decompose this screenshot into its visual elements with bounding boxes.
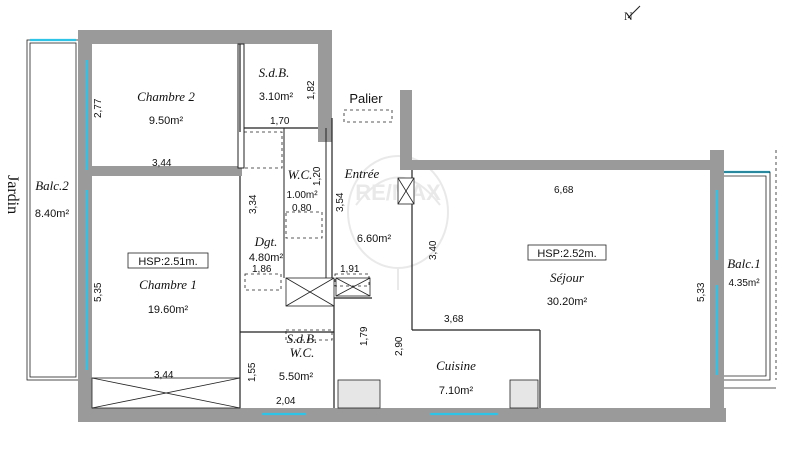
sdbwc-name-2: W.C. (290, 345, 315, 360)
dim-080: 0,80 (292, 203, 312, 214)
balc1-name: Balc.1 (727, 256, 761, 271)
entree-name: Entrée (344, 166, 380, 181)
cuisine-area: 7.10m² (439, 385, 474, 397)
sejour-name: Séjour (550, 270, 585, 285)
outer-walls (78, 30, 726, 422)
palier-name: Palier (349, 91, 383, 106)
dim-340: 3,40 (428, 240, 439, 260)
chambre1-hsp: HSP:2.51m. (138, 256, 197, 268)
dim-344-top: 3,44 (152, 158, 172, 169)
sdbwc-name-1: S.d.B. (287, 331, 318, 346)
chambre2-name: Chambre 2 (137, 89, 195, 104)
sdb1-name: S.d.B. (259, 65, 290, 80)
balc2-area: 8.40m² (35, 208, 70, 220)
dim-179: 1,79 (359, 326, 370, 346)
dgt-area: 4.80m² (249, 252, 284, 264)
dim-368: 3,68 (444, 314, 464, 325)
sdb1-area: 3.10m² (259, 91, 294, 103)
dim-344-bottom: 3,44 (154, 370, 174, 381)
dim-182: 1,82 (306, 80, 317, 100)
dim-354: 3,54 (335, 192, 346, 212)
sejour-area: 30.20m² (547, 296, 588, 308)
room-labels: Chambre 2 9.50m² S.d.B. 3.10m² Palier W.… (35, 65, 761, 397)
dim-120: 1,20 (312, 166, 323, 186)
north-label: N (624, 9, 633, 23)
entree-area: 6.60m² (357, 233, 392, 245)
dim-533: 5,33 (696, 282, 707, 302)
dgt-name: Dgt. (254, 234, 278, 249)
cuisine-name: Cuisine (436, 358, 476, 373)
dimension-labels: 2,77 1,82 1,70 3,44 1,20 0,80 3,34 3,54 … (93, 80, 707, 407)
sdbwc-area: 5.50m² (279, 371, 314, 383)
door-openings (243, 109, 393, 341)
dim-170: 1,70 (270, 116, 290, 127)
dim-155: 1,55 (247, 362, 258, 382)
wc-area: 1.00m² (286, 190, 318, 201)
wc-name: W.C. (288, 167, 313, 182)
dim-186: 1,86 (252, 264, 272, 275)
chambre1-name: Chambre 1 (139, 277, 197, 292)
exterior-label: Jardin (4, 175, 21, 214)
dim-204: 2,04 (276, 396, 296, 407)
balcony-1 (724, 150, 777, 389)
dim-668: 6,68 (554, 185, 574, 196)
chambre2-area: 9.50m² (149, 115, 184, 127)
interior-walls (91, 43, 541, 409)
dim-191: 1,91 (340, 264, 360, 275)
dim-277: 2,77 (93, 98, 104, 118)
sejour-hsp: HSP:2.52m. (537, 248, 596, 260)
chambre1-area: 19.60m² (148, 304, 189, 316)
balc2-name: Balc.2 (35, 178, 69, 193)
balc1-area: 4.35m² (728, 278, 760, 289)
ducts (285, 177, 539, 409)
dim-334: 3,34 (248, 194, 259, 214)
dim-535: 5,35 (93, 282, 104, 302)
dim-290: 2,90 (394, 336, 405, 356)
north-arrow: N (624, 5, 641, 23)
